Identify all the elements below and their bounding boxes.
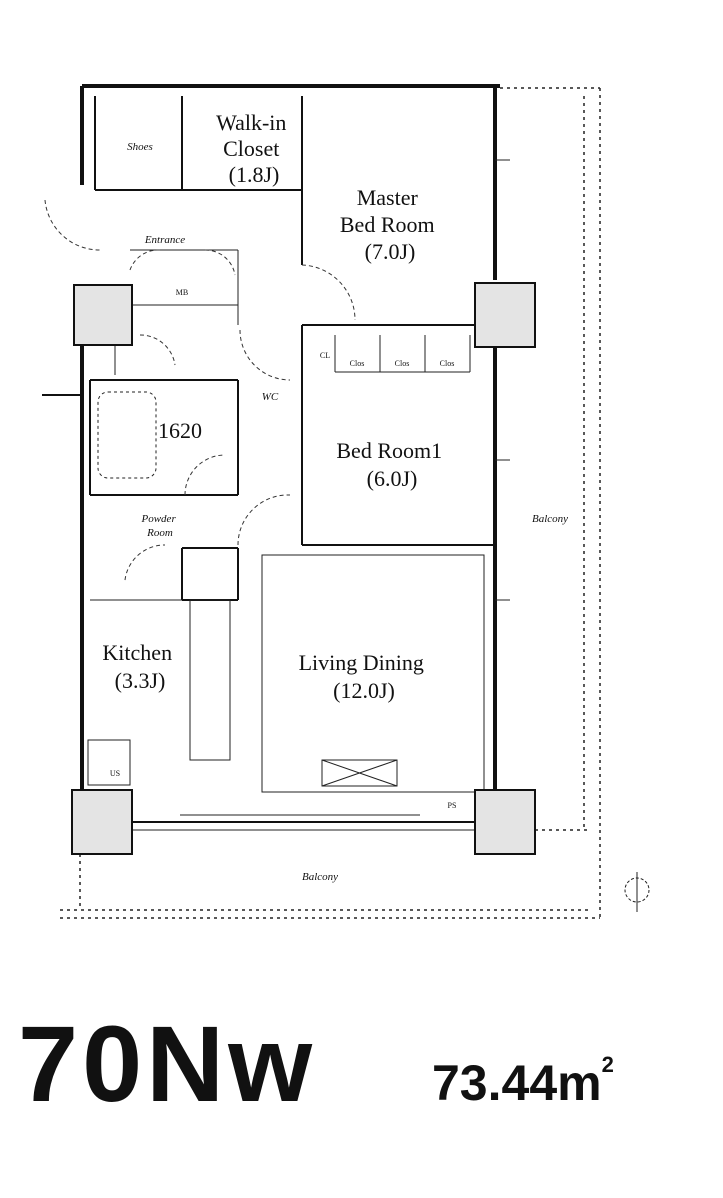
closet-1-label: Clos	[350, 359, 365, 368]
living-dining-outline	[261, 554, 485, 793]
column-top-right	[474, 282, 536, 348]
kitchen-name: Kitchen	[102, 640, 172, 665]
door-swings	[44, 199, 356, 581]
living-dining-label: Living Dining (12.0J)	[299, 650, 430, 703]
column-top-left	[73, 284, 133, 346]
unit-area-superscript: 2	[601, 1052, 614, 1077]
entrance-label: Entrance	[144, 234, 185, 246]
walk-in-closet-name-line1: Walk-in	[216, 110, 286, 135]
compass-icon	[624, 872, 650, 912]
column-bottom-left	[71, 789, 133, 855]
ps-label: PS	[448, 801, 457, 810]
powder-room-label: Powder Room	[141, 513, 179, 539]
balcony-outline	[60, 87, 601, 920]
vent-symbol	[321, 759, 398, 787]
shoes-label: Shoes	[127, 141, 153, 153]
walk-in-closet-name-line2: Closet	[223, 136, 279, 161]
unit-area-value: 73.44m	[432, 1055, 602, 1111]
bed-room-1-size: (6.0J)	[367, 466, 418, 491]
kitchen-label: Kitchen (3.3J)	[102, 640, 177, 693]
interior-walls	[89, 96, 495, 601]
master-bed-room-label: Master Bed Room (7.0J)	[340, 185, 440, 264]
bed-room-1-name: Bed Room1	[336, 438, 442, 463]
closet-dividers	[334, 335, 471, 373]
living-dining-name: Living Dining	[299, 650, 424, 675]
bathtub	[97, 391, 157, 479]
floor-plan: Walk-in Closet (1.8J) Master Bed Room (7…	[42, 84, 650, 920]
closet-2-label: Clos	[395, 359, 410, 368]
kitchen-counter	[87, 599, 231, 786]
us-label: US	[110, 769, 120, 778]
balcony-side-label: Balcony	[532, 513, 568, 525]
kitchen-size: (3.3J)	[115, 668, 166, 693]
mb-label: MB	[176, 288, 188, 297]
closet-3-label: Clos	[440, 359, 455, 368]
unit-area: 73.44m2	[432, 1054, 614, 1111]
walk-in-closet-size: (1.8J)	[229, 162, 280, 187]
bed-room-1-label: Bed Room1 (6.0J)	[336, 438, 447, 491]
windows	[180, 159, 510, 816]
unit-type-code: 70Nw	[18, 1003, 317, 1124]
wc-label: WC	[262, 391, 279, 403]
living-dining-size: (12.0J)	[333, 678, 395, 703]
exterior-walls	[80, 84, 500, 831]
balcony-bottom-label: Balcony	[302, 871, 338, 883]
walk-in-closet-label: Walk-in Closet (1.8J)	[216, 110, 292, 187]
bath-label: 1620	[158, 418, 202, 443]
cl-label: CL	[320, 351, 330, 360]
column-bottom-right	[474, 789, 536, 855]
master-bed-room-size: (7.0J)	[365, 239, 416, 264]
